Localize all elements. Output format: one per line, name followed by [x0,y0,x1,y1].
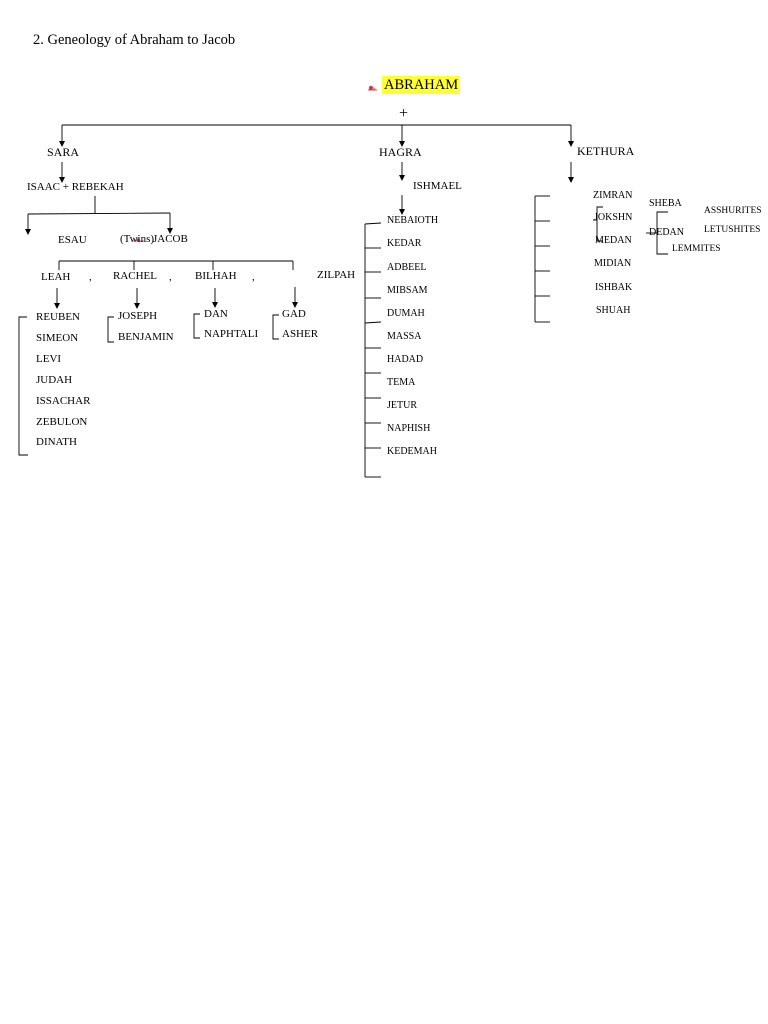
ishmael-descendant: KEDEMAH [387,446,437,457]
wife-rachel: RACHEL [113,270,157,282]
ishmael-descendant: ADBEEL [387,262,427,273]
wife-leah: LEAH [41,271,71,283]
leah-son: LEVI [36,353,62,365]
rachel-son: JOSEPH [118,310,158,322]
ishmael-descendant: DUMAH [387,308,425,319]
isaac-rebekah-label: ISAAC + REBEKAH [27,181,124,193]
ishmael-descendant: JETUR [387,400,417,411]
root-name: ABRAHAM [382,76,461,94]
ishmael-descendant: MASSA [387,331,422,342]
jokshan-son: DEDAN [649,227,684,238]
ishmael-descendant: NAPHISH [387,423,431,434]
wife-zilpah: ZILPAH [317,269,356,281]
esau-label: ESAU [58,234,87,246]
kethura-son: ZIMRAN [593,190,633,201]
ishmael-descendant: NEBAIOTH [387,215,439,226]
ishmael-descendant: MIBSAM [387,285,428,296]
leah-son: JUDAH [36,374,73,386]
bilhah-son: NAPHTALI [204,328,259,340]
zilpah-son: ASHER [282,328,319,340]
dedan-tribe: LETUSHITES [704,225,761,235]
rachel-son: BENJAMIN [118,331,174,343]
kethura-son: MEDAN [595,235,632,246]
kethura-label: KETHURA [577,144,635,158]
leah-son: REUBEN [36,311,80,323]
zilpah-son: GAD [282,308,306,320]
root-plus: + [399,105,409,122]
wife-bilhah: BILHAH [195,270,237,282]
kethura-son: ISHBAK [595,282,633,293]
ishmael-label: ISHMAEL [413,180,462,192]
twins-icon [133,238,144,242]
wife-separator: , [252,271,255,283]
leah-son: DINATH [36,436,77,448]
bilhah-son: DAN [204,308,228,320]
ishmael-descendant: HADAD [387,354,424,365]
leah-son: SIMEON [36,332,79,344]
kethura-son: SHUAH [596,305,631,316]
jacob-label: JACOB [153,233,188,245]
wife-separator: , [89,271,92,283]
kethura-son: JOKSHN [594,212,633,223]
dedan-tribe: ASSHURITES [704,206,762,216]
leah-son: ISSACHAR [36,395,91,407]
dedan-tribe: LEMMITES [672,244,721,254]
flower-icon [368,85,377,91]
twins-note: (Twins) [120,233,155,245]
page-heading: 2. Geneology of Abraham to Jacob [33,32,236,48]
ishmael-descendant: KEDAR [387,238,422,249]
jokshan-son: SHEBA [649,198,682,209]
sara-label: SARA [47,145,80,159]
kethura-son: MIDIAN [594,258,632,269]
wife-separator: , [169,271,172,283]
ishmael-descendant: TEMA [387,377,416,388]
hagra-label: HAGRA [379,145,422,159]
leah-son: ZEBULON [36,416,88,428]
